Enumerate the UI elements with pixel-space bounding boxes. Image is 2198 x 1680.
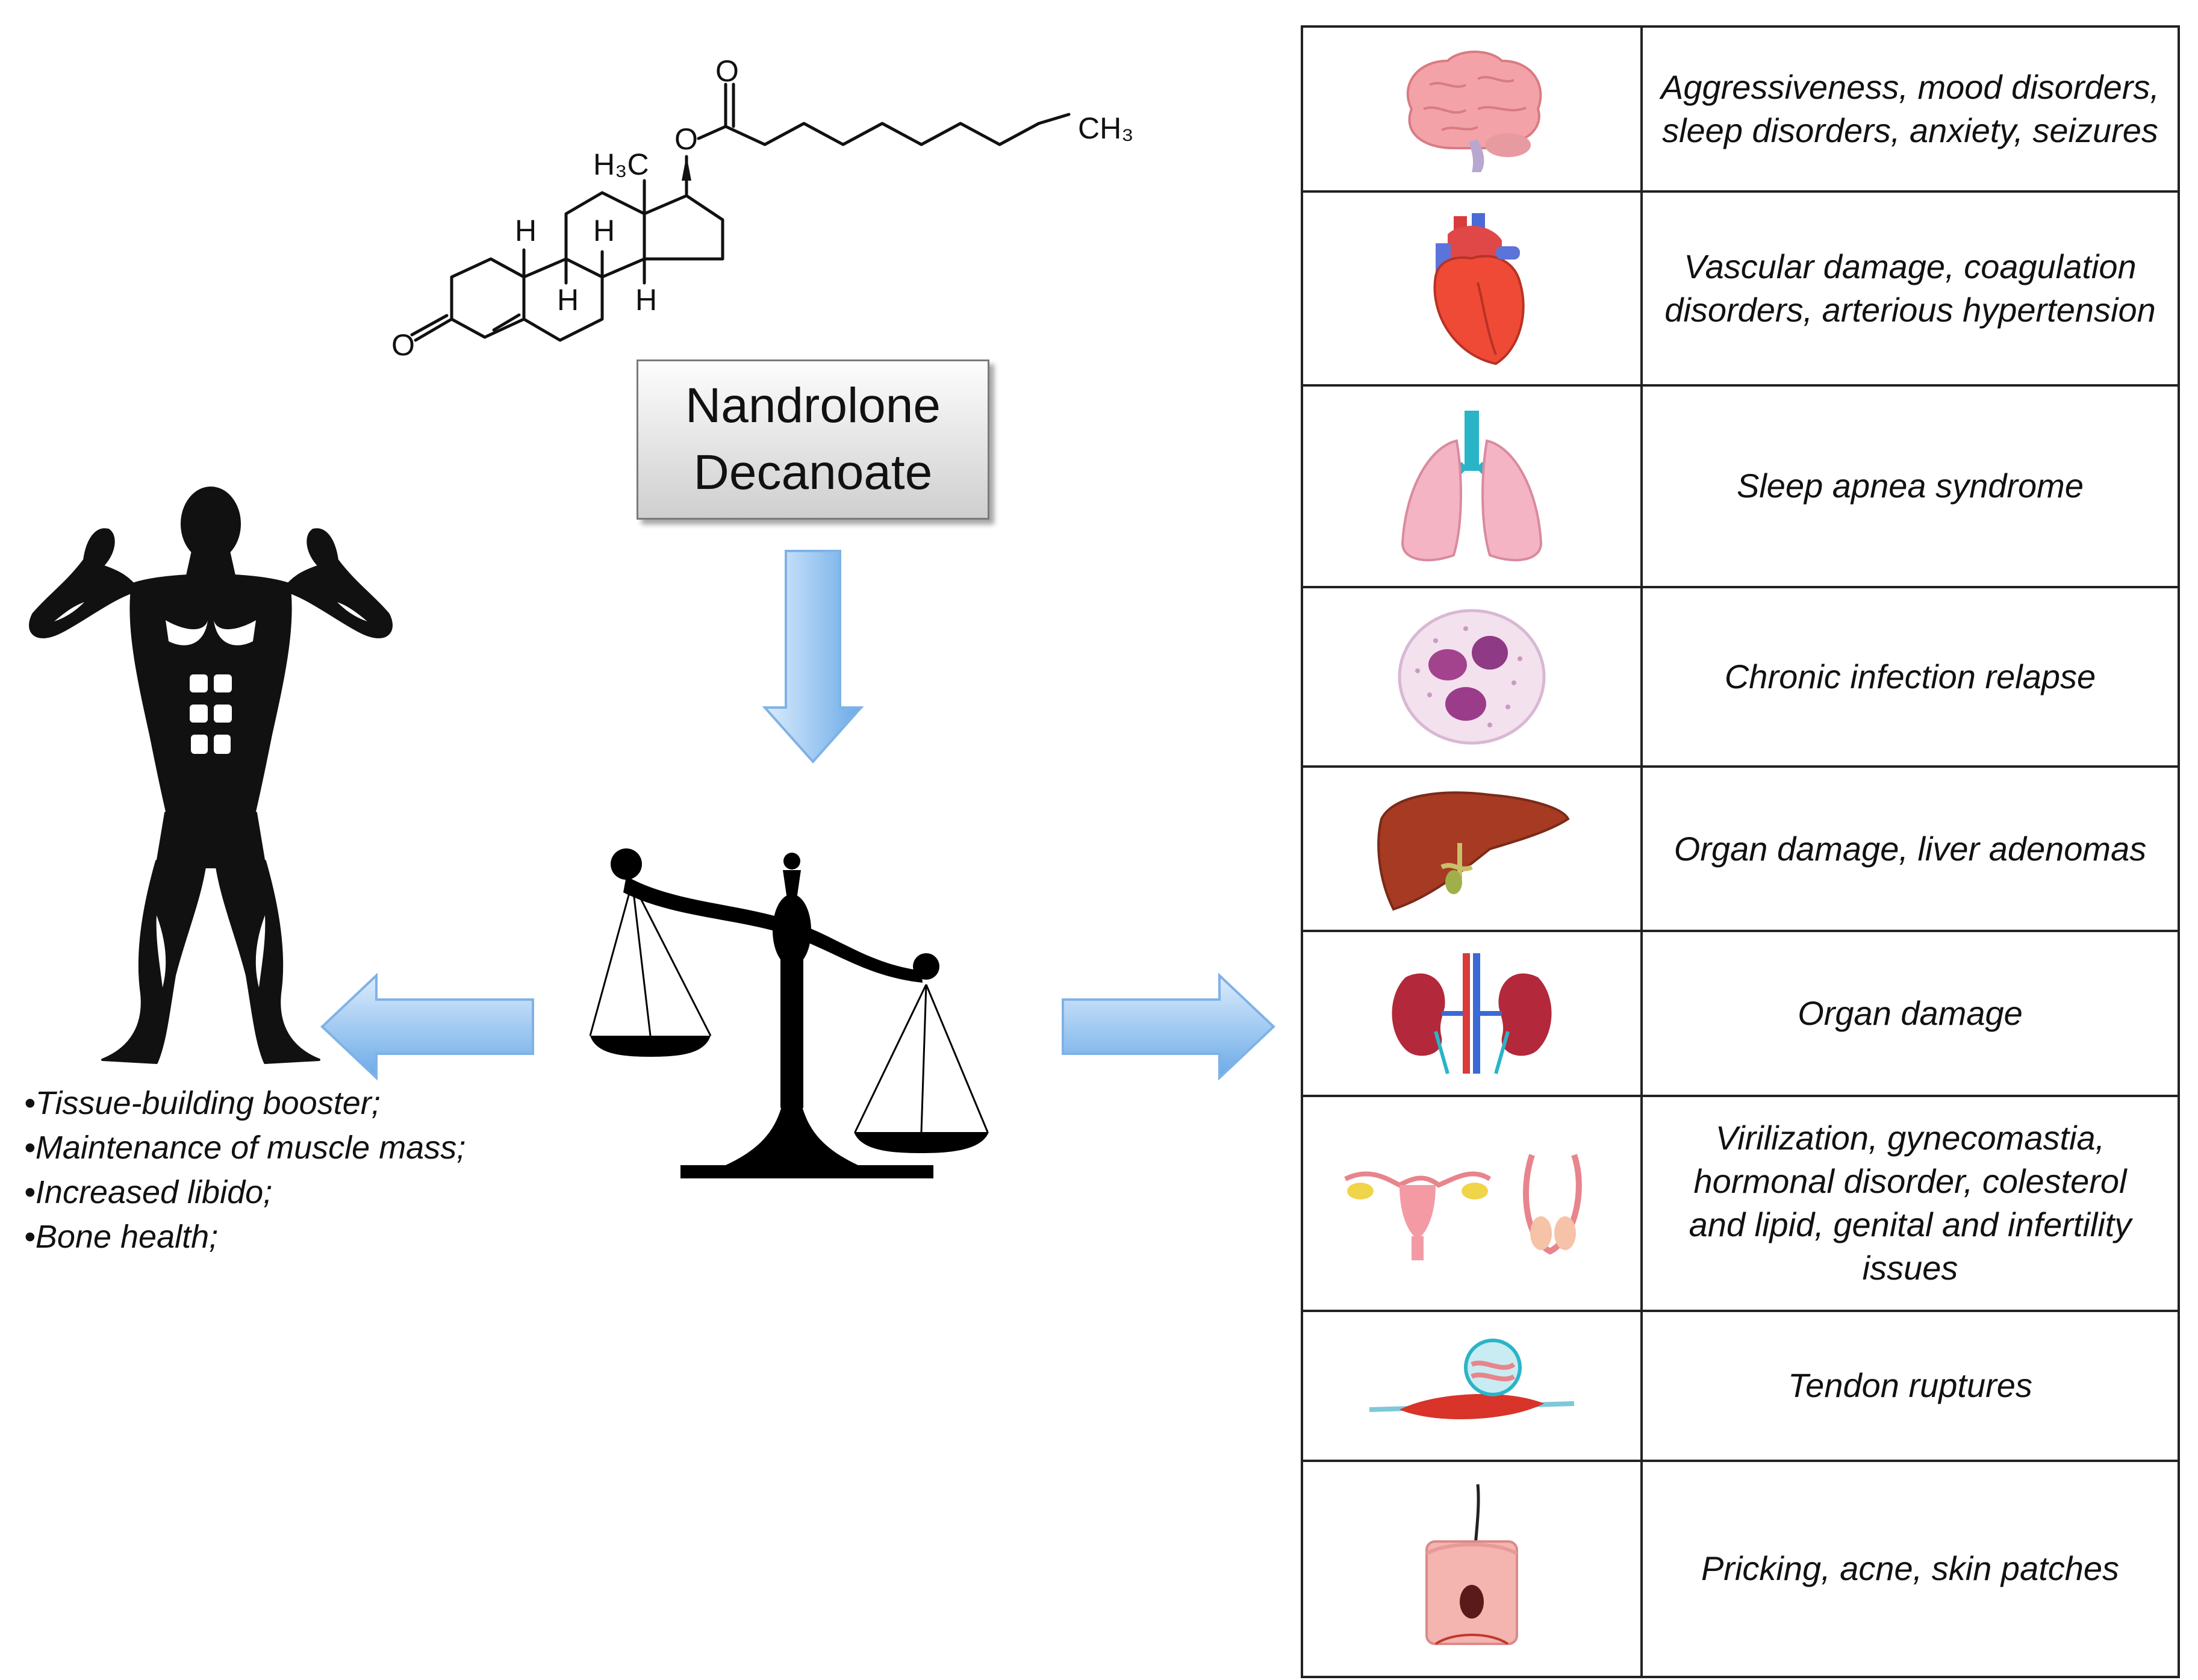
brain-icon xyxy=(1406,50,1542,172)
side-effect-text: Vascular damage, coagulation disorders, … xyxy=(1640,190,2180,387)
benefit-item: •Bone health; xyxy=(24,1219,219,1255)
lungs-icon xyxy=(1401,411,1543,562)
benefit-item: •Maintenance of muscle mass; xyxy=(24,1130,466,1166)
heart-icon xyxy=(1433,213,1525,365)
icon-cell xyxy=(1301,1095,1643,1312)
icon-cell xyxy=(1301,25,1643,193)
table-row: Chronic infection relapse xyxy=(1301,585,2180,768)
icon-cell xyxy=(1301,384,1643,588)
down-arrow-icon xyxy=(762,550,864,764)
drug-name-box: Nandrolone Decanoate xyxy=(637,359,989,520)
table-row: Virilization, gynecomastia, hormonal dis… xyxy=(1301,1095,2180,1312)
table-row: Aggressiveness, mood disorders, sleep di… xyxy=(1301,25,2180,193)
white-blood-cell-icon xyxy=(1398,609,1546,745)
ketone-oxygen-label: O xyxy=(391,328,415,362)
nandrolone-decanoate-structure: O O O H₃C CH₃ H H H H xyxy=(391,54,1134,362)
side-effect-text: Virilization, gynecomastia, hormonal dis… xyxy=(1640,1095,2180,1312)
drug-name-line-2: Decanoate xyxy=(693,445,933,500)
skin-icon xyxy=(1425,1484,1518,1646)
kidneys-icon xyxy=(1392,953,1552,1075)
benefits-list: •Tissue-building booster; •Maintenance o… xyxy=(24,1081,542,1259)
hydrogen-label: H xyxy=(593,214,615,247)
side-effect-text: Sleep apnea syndrome xyxy=(1640,384,2180,588)
benefit-item: •Increased libido; xyxy=(24,1174,273,1210)
hydrogen-label: H xyxy=(557,283,579,317)
reproductive-organs-icon xyxy=(1344,1154,1582,1261)
carbonyl-oxygen-label: O xyxy=(715,54,739,88)
icon-cell xyxy=(1301,1309,1643,1462)
liver-icon xyxy=(1377,791,1570,911)
side-effect-text: Tendon ruptures xyxy=(1640,1309,2180,1462)
right-arrow-icon xyxy=(1062,972,1275,1081)
table-row: Vascular damage, coagulation disorders, … xyxy=(1301,190,2180,387)
table-row: Pricking, acne, skin patches xyxy=(1301,1459,2180,1679)
balance-scale-icon xyxy=(589,848,989,1178)
table-row: Organ damage xyxy=(1301,930,2180,1097)
table-row: Sleep apnea syndrome xyxy=(1301,384,2180,588)
benefit-item: •Tissue-building booster; xyxy=(24,1085,381,1121)
table-row: Organ damage, liver adenomas xyxy=(1301,765,2180,933)
side-effect-text: Organ damage xyxy=(1640,930,2180,1097)
icon-cell xyxy=(1301,585,1643,768)
hydrogen-label: H xyxy=(635,283,657,317)
icon-cell xyxy=(1301,190,1643,387)
side-effect-text: Pricking, acne, skin patches xyxy=(1640,1459,2180,1679)
drug-name-line-1: Nandrolone xyxy=(685,378,941,434)
side-effect-text: Aggressiveness, mood disorders, sleep di… xyxy=(1640,25,2180,193)
side-effect-text: Chronic infection relapse xyxy=(1640,585,2180,768)
hydrogen-label: H xyxy=(515,214,537,247)
icon-cell xyxy=(1301,930,1643,1097)
ester-oxygen-label: O xyxy=(674,122,698,156)
icon-cell xyxy=(1301,765,1643,933)
methyl-group-label: H₃C xyxy=(593,148,649,181)
table-row: Tendon ruptures xyxy=(1301,1309,2180,1462)
left-arrow-icon xyxy=(320,972,534,1081)
side-effects-table: Aggressiveness, mood disorders, sleep di… xyxy=(1301,25,2180,1679)
side-effect-text: Organ damage, liver adenomas xyxy=(1640,765,2180,933)
terminal-methyl-label: CH₃ xyxy=(1078,111,1134,145)
bodybuilder-icon xyxy=(29,487,393,1064)
tendon-icon xyxy=(1369,1339,1575,1420)
icon-cell xyxy=(1301,1459,1643,1679)
